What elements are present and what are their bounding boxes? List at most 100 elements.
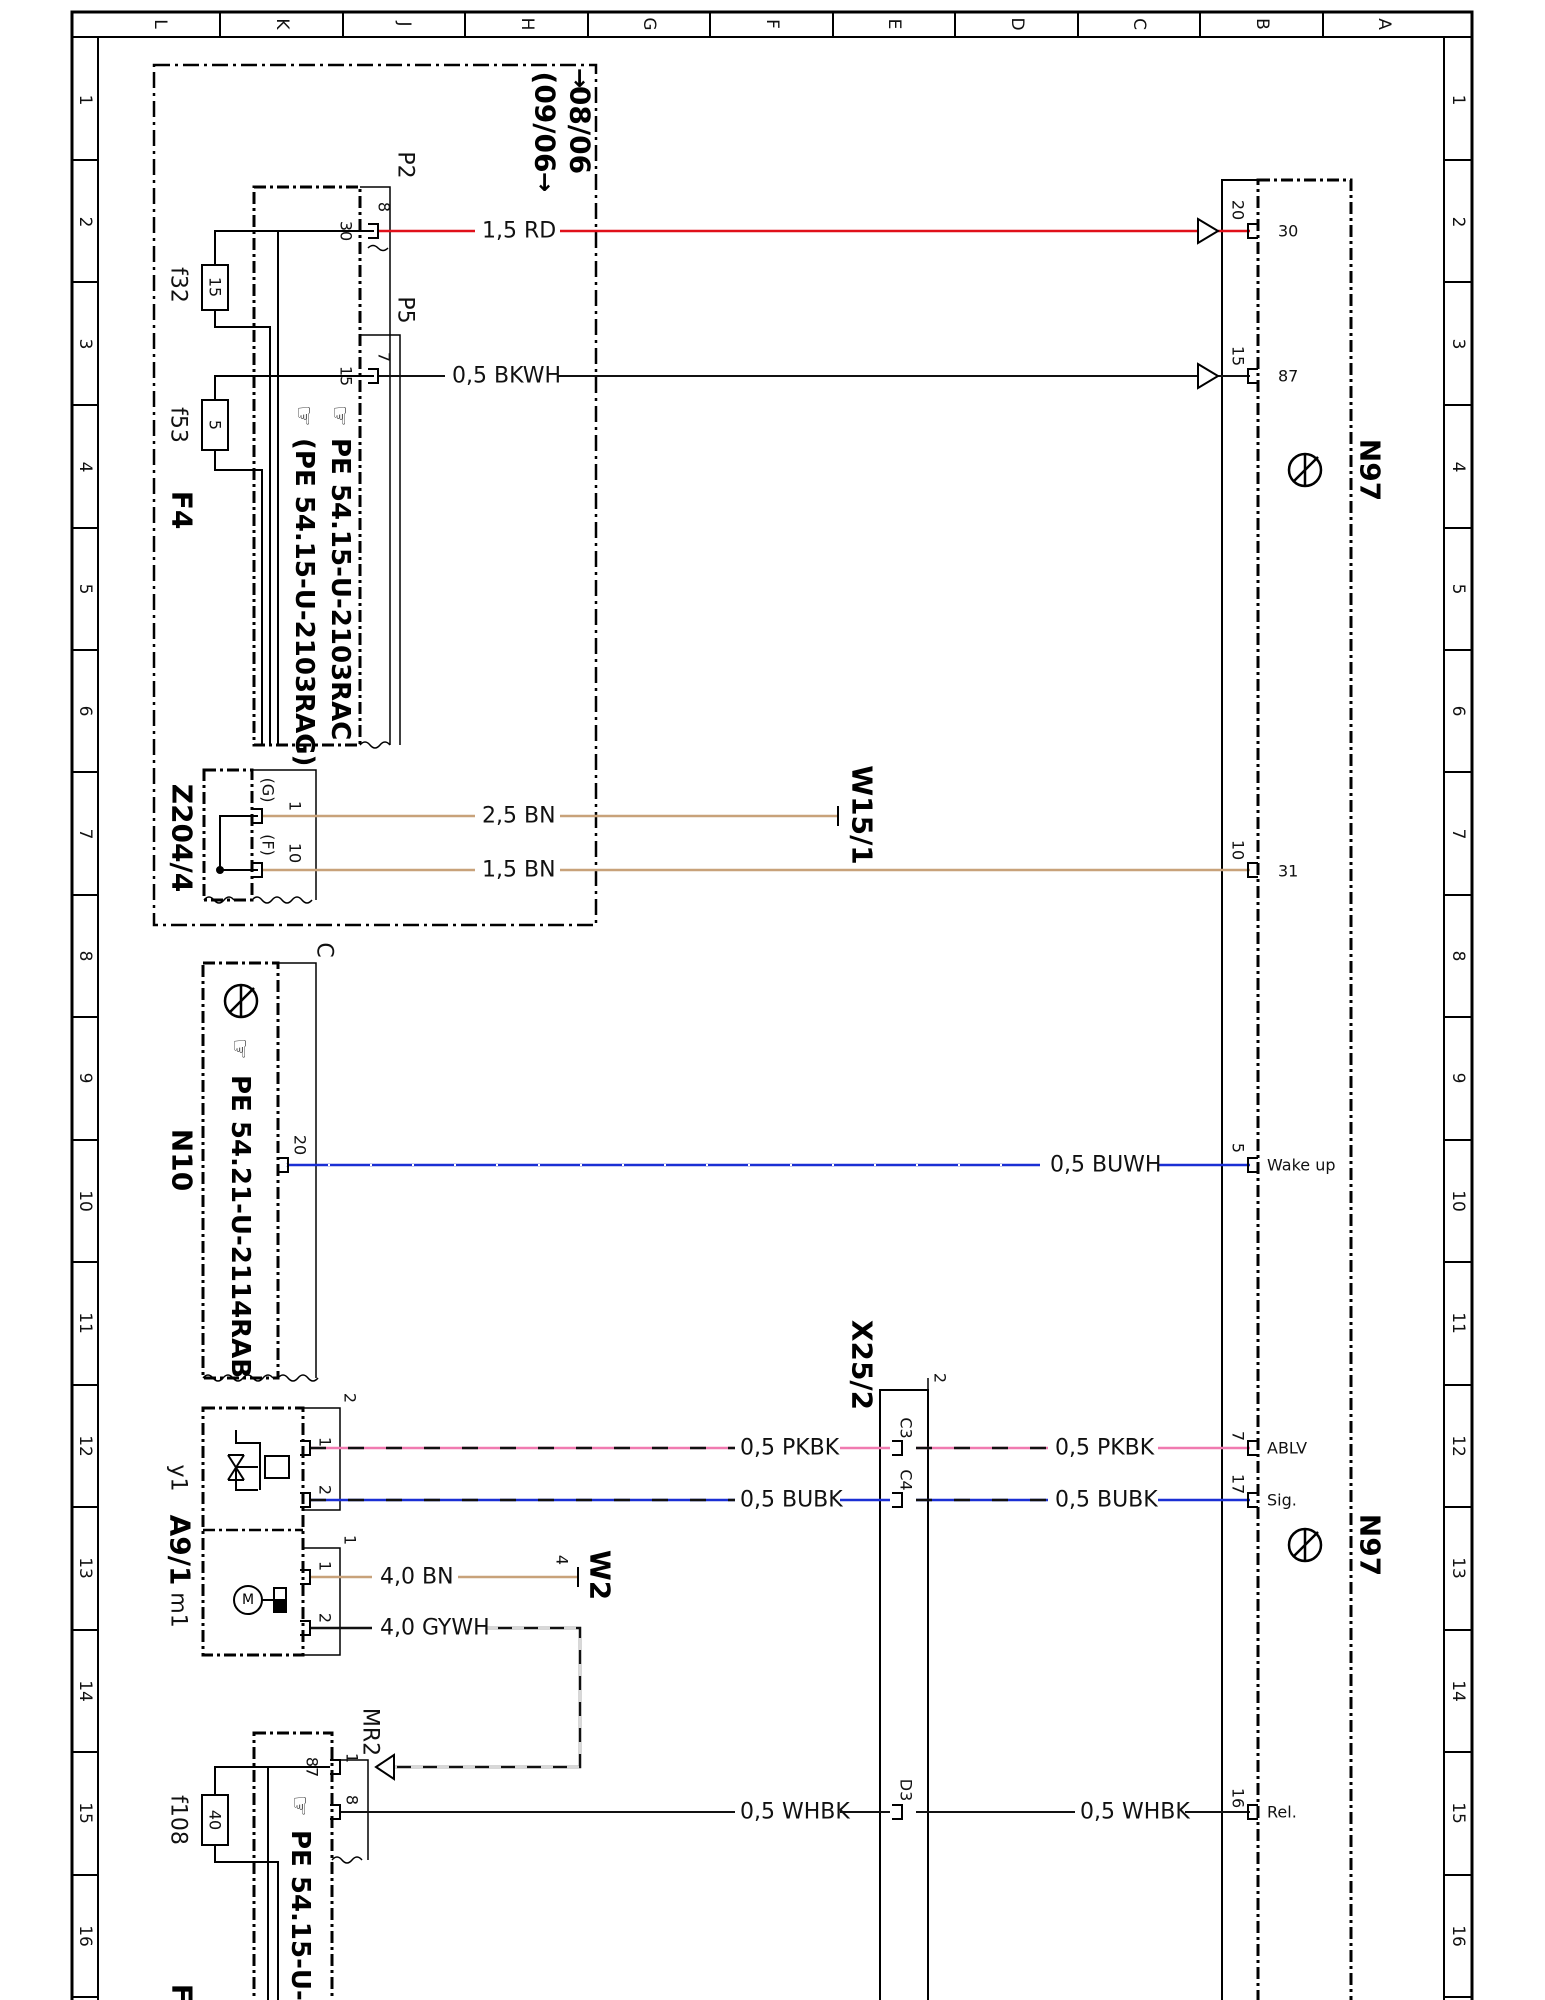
row-9-right: 9 <box>1448 1073 1468 1084</box>
wire-pkbk-label-right: 0,5 PKBK <box>1055 1436 1155 1461</box>
row-1-right: 1 <box>1448 95 1468 106</box>
pin-z-f10: 10 <box>286 843 305 863</box>
pin-z-g1: 1 <box>286 801 305 811</box>
n10-label: N10 <box>166 1129 199 1191</box>
pe-note-n10: PE 54.21-U-2114RAB <box>225 1075 255 1378</box>
fuse-f53-symbol <box>201 399 229 451</box>
pin-n97-16: 16 <box>1229 1788 1248 1808</box>
pin-n97-10: 10 <box>1229 840 1248 860</box>
row-10-right: 10 <box>1448 1190 1468 1212</box>
col-H: H <box>517 18 537 31</box>
pin-n97-30: 30 <box>1278 222 1298 241</box>
a91-connector-2: 2 <box>341 1393 360 1403</box>
wire-whbk-label-right: 0,5 WHBK <box>1080 1800 1190 1825</box>
w2-pin: 4 <box>553 1555 572 1565</box>
hand-icon: ☞ <box>226 1038 254 1060</box>
f108-internal <box>214 1766 330 2000</box>
col-B: B <box>1252 18 1272 30</box>
a91-label: A9/1 <box>164 1515 197 1586</box>
row-labels-right: 1 2 3 4 5 6 7 8 9 10 11 12 13 14 15 16 <box>1448 95 1468 1947</box>
row-14-right: 14 <box>1448 1680 1468 1702</box>
valve-icon <box>227 1430 290 1491</box>
arrow-icon <box>374 1753 395 1781</box>
n10-outline <box>201 961 280 1380</box>
a91-connector-1: 1 <box>341 1535 360 1545</box>
col-L: L <box>150 19 170 29</box>
pin-n97-31: 31 <box>1278 862 1298 881</box>
wire-bn-40-label: 4,0 BN <box>380 1565 454 1590</box>
fuse-f108-symbol <box>201 1794 229 1846</box>
hand-icon: ☞ <box>286 1795 314 1817</box>
pin-m1-1: 1 <box>316 1561 335 1571</box>
pin-n10-20: 20 <box>291 1135 310 1155</box>
pin-m1-2: 2 <box>316 1613 335 1623</box>
row-11-left: 11 <box>75 1312 95 1334</box>
pin-n97-7: 7 <box>1229 1431 1248 1441</box>
wire-whbk-label-left: 0,5 WHBK <box>740 1800 850 1825</box>
control-unit-icon <box>223 983 259 1019</box>
pin-n97-wake: Wake up <box>1267 1156 1336 1175</box>
pin-f108-87: 87 <box>303 1757 322 1777</box>
arrow-icon: → <box>531 172 559 192</box>
row-5-left: 5 <box>75 584 95 595</box>
fuse-box-outline <box>152 63 598 927</box>
pin-terminals <box>252 223 1258 1820</box>
z204-internal <box>216 815 258 874</box>
wire-bubk-label-left: 0,5 BUBK <box>740 1488 843 1513</box>
x25-bracket <box>880 1378 929 1391</box>
pin-n97-ablv: ABLV <box>1267 1439 1307 1458</box>
n10-bracket <box>202 962 319 1382</box>
row-3-right: 3 <box>1448 339 1468 350</box>
pin-n97-15: 15 <box>1229 346 1248 366</box>
pe-note-1: PE 54.15-U-2103RAC <box>325 438 355 740</box>
z204-outline <box>202 768 254 902</box>
fuse-f32-rating: 15 <box>206 277 225 297</box>
row-9-left: 9 <box>75 1073 95 1084</box>
col-A: A <box>1374 18 1394 30</box>
row-2-right: 2 <box>1448 217 1468 228</box>
pin-x-c3: C3 <box>897 1417 916 1438</box>
pin-x-d3: D3 <box>897 1779 916 1802</box>
x25-label: X25/2 <box>846 1320 879 1410</box>
row-12-left: 12 <box>75 1435 95 1457</box>
wire-gywh <box>310 1626 582 1769</box>
row-11-right: 11 <box>1448 1312 1468 1334</box>
pin-n97-17: 17 <box>1229 1474 1248 1494</box>
col-D: D <box>1007 17 1027 30</box>
row-14-left: 14 <box>75 1680 95 1702</box>
n10-connector-label: C <box>312 942 337 957</box>
w2-label: W2 <box>584 1550 617 1600</box>
f4-label: F4 <box>166 491 199 530</box>
row-6-left: 6 <box>75 706 95 717</box>
svg-text:M: M <box>242 1592 254 1608</box>
f108-outline <box>252 1731 334 2000</box>
row-7-right: 7 <box>1448 829 1468 840</box>
z204-label: Z204/4 <box>166 784 199 892</box>
fuse-f108-label: f108 <box>166 1795 191 1845</box>
row-13-left: 13 <box>75 1557 95 1579</box>
fuse-f108-rating: 40 <box>206 1810 225 1830</box>
drawing-frame <box>70 10 1474 2000</box>
row-labels-left: 1 2 3 4 5 6 7 8 9 10 11 12 13 14 15 16 <box>75 95 95 1947</box>
pin-x-c4: C4 <box>897 1469 916 1490</box>
a91-outline <box>201 1406 305 1657</box>
f4-connector-brackets <box>359 186 401 749</box>
motor-icon: M <box>233 1585 287 1615</box>
row-5-right: 5 <box>1448 584 1468 595</box>
hand-icon: ☞ <box>326 405 354 427</box>
wire-buwh-label: 0,5 BUWH <box>1050 1153 1161 1178</box>
pin-z-g: (G) <box>259 778 278 803</box>
col-J: J <box>394 20 414 26</box>
row-12-right: 12 <box>1448 1435 1468 1457</box>
row-1-left: 1 <box>75 95 95 106</box>
f4-junction-ticks <box>250 230 258 471</box>
z204-bracket <box>203 769 317 904</box>
pe-note-bottom: PE 54.15-U-2 <box>285 1830 315 2000</box>
connector-p2-pin: 8 <box>375 202 394 212</box>
row-6-right: 6 <box>1448 706 1468 717</box>
n97-label: N97 <box>1354 439 1387 501</box>
f-bottom-label: F3 <box>166 1984 199 2000</box>
pin-n97-20: 20 <box>1229 200 1248 220</box>
row-2-left: 2 <box>75 217 95 228</box>
y1-label: y1 <box>166 1464 191 1491</box>
